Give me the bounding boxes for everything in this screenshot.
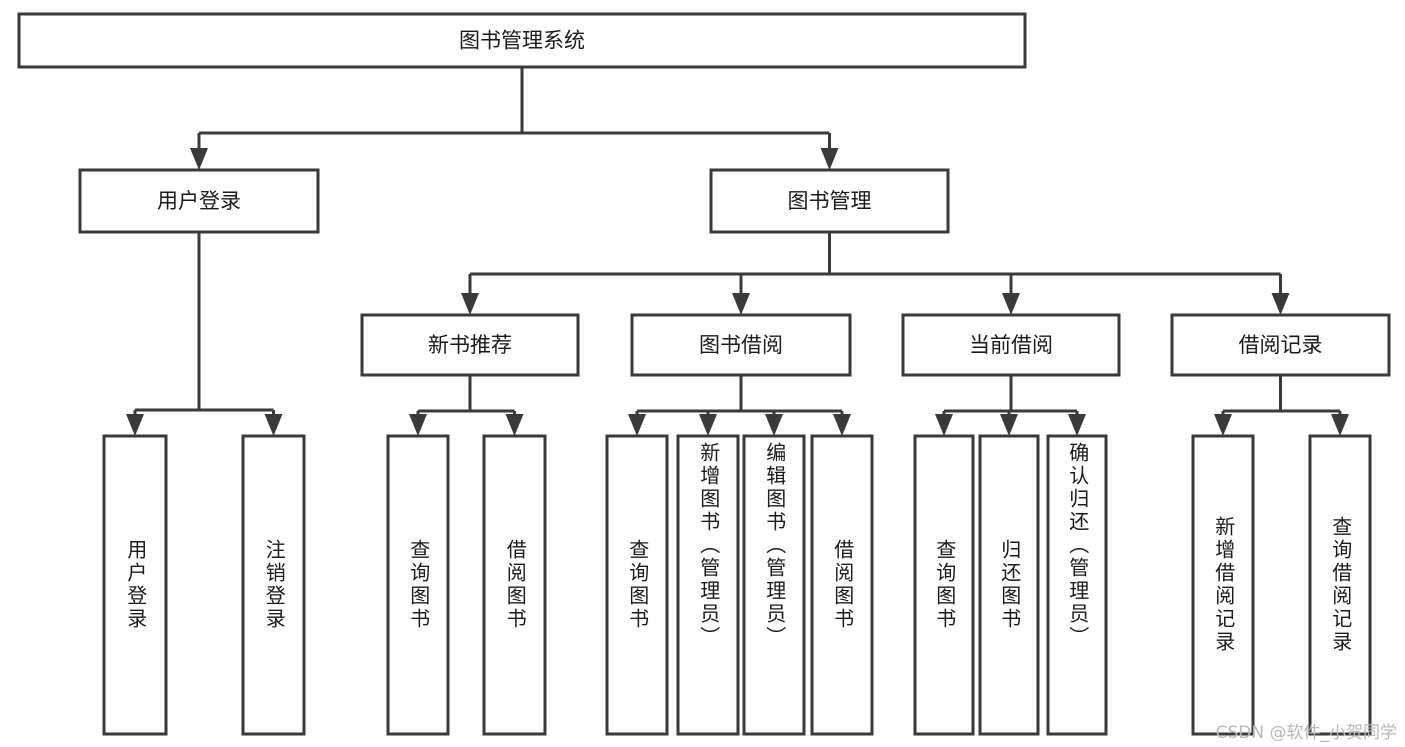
node-level2-0-label: 用户登录	[157, 189, 241, 213]
edge-books-arrow-0	[461, 293, 479, 315]
node-level2-0[interactable]	[78, 168, 320, 234]
node-leaf-3[interactable]	[482, 434, 547, 736]
node-leaf-9[interactable]	[978, 434, 1040, 736]
edge-newbooks-arrow-1	[505, 414, 524, 436]
edge-borrow-arrow-3	[833, 414, 851, 436]
node-leaf-0[interactable]	[102, 434, 168, 736]
connector-lines-layer	[126, 67, 1349, 436]
node-level3-3[interactable]	[1170, 313, 1391, 377]
node-level2-1[interactable]	[709, 168, 950, 234]
edge-current-arrow-2	[1068, 414, 1086, 436]
node-leaf-2[interactable]	[386, 434, 450, 736]
edge-current-arrow-1	[1000, 414, 1018, 436]
node-root-label: 图书管理系统	[459, 29, 585, 53]
edge-books-arrow-1	[732, 293, 750, 315]
edge-records-arrow-0	[1214, 414, 1232, 436]
node-leaf-10[interactable]	[1046, 434, 1108, 736]
edge-borrow-arrow-2	[765, 414, 783, 436]
node-boxes-layer	[17, 12, 1391, 736]
node-level3-0-label: 新书推荐	[428, 333, 512, 357]
node-leaf-7[interactable]	[810, 434, 874, 736]
node-level3-2[interactable]	[901, 313, 1121, 377]
node-level3-3-label: 借阅记录	[1239, 333, 1323, 357]
node-leaf-11[interactable]	[1191, 434, 1255, 736]
node-leaf-5[interactable]	[676, 434, 740, 736]
node-level2-1-label: 图书管理	[788, 189, 872, 213]
edge-login-arrow-0	[126, 414, 144, 436]
node-leaf-1[interactable]	[241, 434, 306, 736]
edge-newbooks-arrow-0	[409, 414, 427, 436]
node-level3-2-label: 当前借阅	[969, 333, 1053, 357]
node-level3-1-label: 图书借阅	[699, 333, 783, 357]
edge-borrow-arrow-1	[699, 414, 717, 436]
edge-books-arrow-2	[1002, 293, 1020, 315]
edge-login-arrow-1	[264, 414, 283, 436]
edge-books-arrow-3	[1271, 293, 1290, 315]
edge-borrow-arrow-0	[628, 414, 646, 436]
node-level3-1[interactable]	[630, 313, 852, 377]
edge-current-arrow-0	[935, 414, 953, 436]
node-leaf-8[interactable]	[913, 434, 975, 736]
node-leaf-12[interactable]	[1308, 434, 1372, 736]
node-root[interactable]	[17, 12, 1027, 69]
edge-root-arrow-0	[190, 148, 208, 170]
node-level3-0[interactable]	[360, 313, 580, 377]
node-leaf-4[interactable]	[605, 434, 669, 736]
edge-root-arrow-1	[820, 148, 839, 170]
node-leaf-6[interactable]	[742, 434, 806, 736]
edge-records-arrow-1	[1331, 414, 1349, 436]
